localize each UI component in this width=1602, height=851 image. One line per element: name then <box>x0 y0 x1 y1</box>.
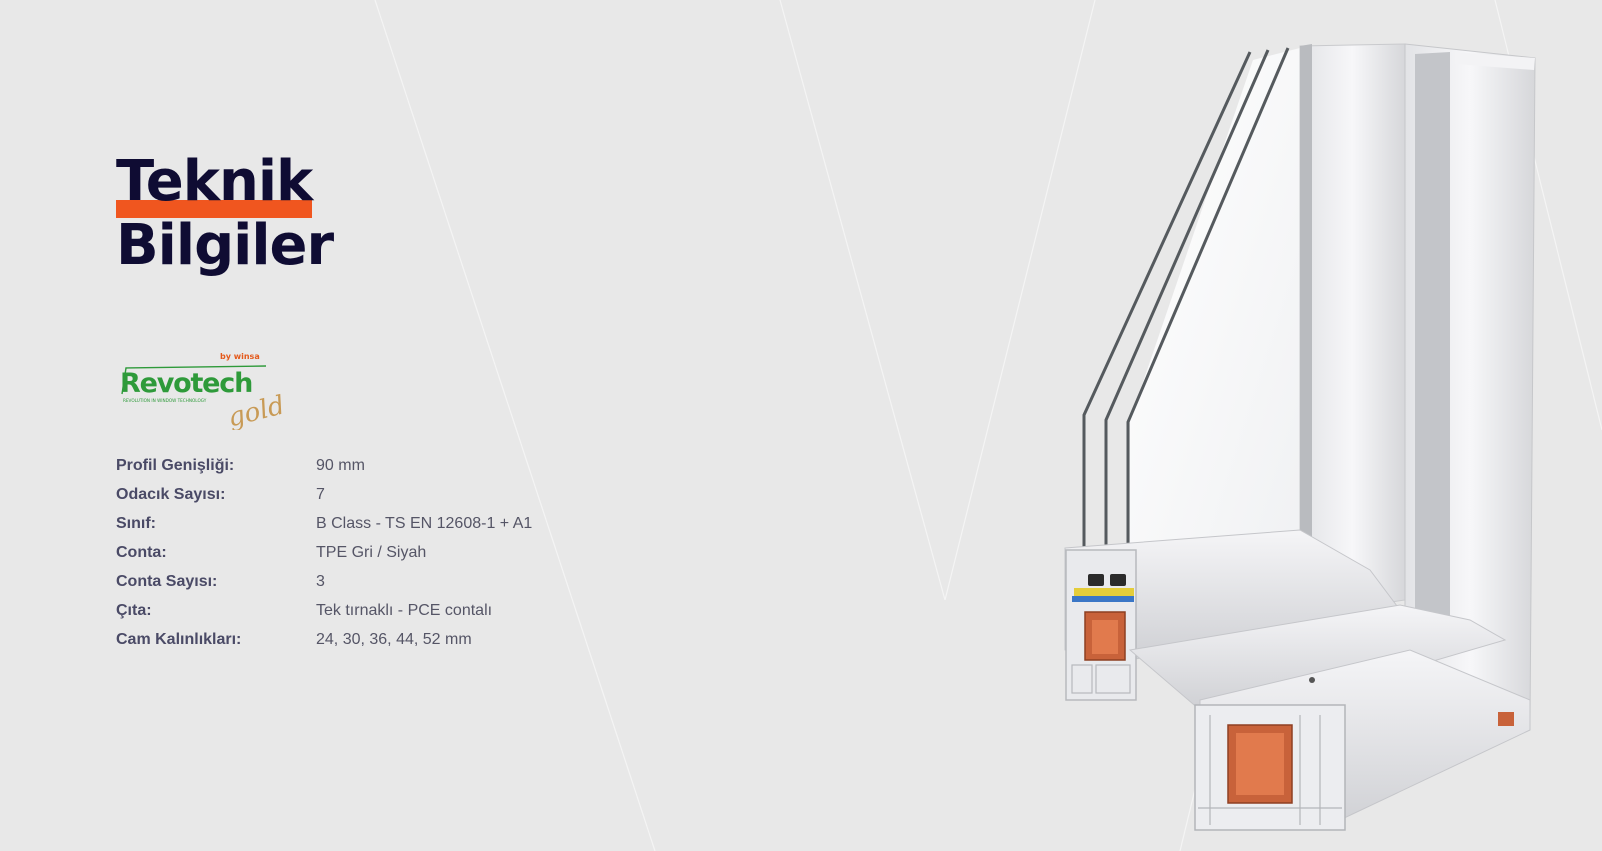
spec-row: Profil Genişliği: 90 mm <box>116 451 532 480</box>
spec-label: Conta Sayısı: <box>116 572 218 590</box>
logo-brand: Revotech <box>120 368 252 399</box>
logo-tagline: REVOLUTION IN WINDOW TECHNOLOGY <box>123 398 207 403</box>
spec-value: Tek tırnaklı - PCE contalı <box>316 601 493 619</box>
spec-row: Conta: TPE Gri / Siyah <box>116 538 532 567</box>
spec-table: Profil Genişliği: 90 mm Odacık Sayısı: 7… <box>116 451 532 654</box>
title-line-1: Teknik <box>116 150 313 218</box>
spec-value: TPE Gri / Siyah <box>316 543 427 561</box>
page-title: Teknik Bilgiler <box>116 150 334 278</box>
spec-value: 3 <box>316 572 325 590</box>
spec-value: 24, 30, 36, 44, 52 mm <box>316 630 472 648</box>
title-highlight-bar <box>116 200 313 218</box>
spec-value: 90 mm <box>316 456 365 474</box>
spec-label: Conta: <box>116 543 167 561</box>
spec-row: Odacık Sayısı: 7 <box>116 480 532 509</box>
window-profile-cross-section-icon <box>1064 43 1536 831</box>
spec-label: Profil Genişliği: <box>116 456 235 474</box>
revotech-logo: by winsa Revotech REVOLUTION IN WINDOW T… <box>120 352 288 430</box>
spec-row: Conta Sayısı: 3 <box>116 567 532 596</box>
spec-value: B Class - TS EN 12608-1 + A1 <box>316 514 533 532</box>
title-line-2: Bilgiler <box>116 213 334 278</box>
spec-value: 7 <box>316 485 325 503</box>
spec-label: Çıta: <box>116 601 152 619</box>
spec-row: Cam Kalınlıkları: 24, 30, 36, 44, 52 mm <box>116 625 532 654</box>
spec-label: Odacık Sayısı: <box>116 485 226 503</box>
spec-row: Sınıf: B Class - TS EN 12608-1 + A1 <box>116 509 532 538</box>
logo-by: by winsa <box>220 352 260 361</box>
spec-label: Cam Kalınlıkları: <box>116 630 242 648</box>
spec-label: Sınıf: <box>116 514 156 532</box>
spec-row: Çıta: Tek tırnaklı - PCE contalı <box>116 596 532 625</box>
